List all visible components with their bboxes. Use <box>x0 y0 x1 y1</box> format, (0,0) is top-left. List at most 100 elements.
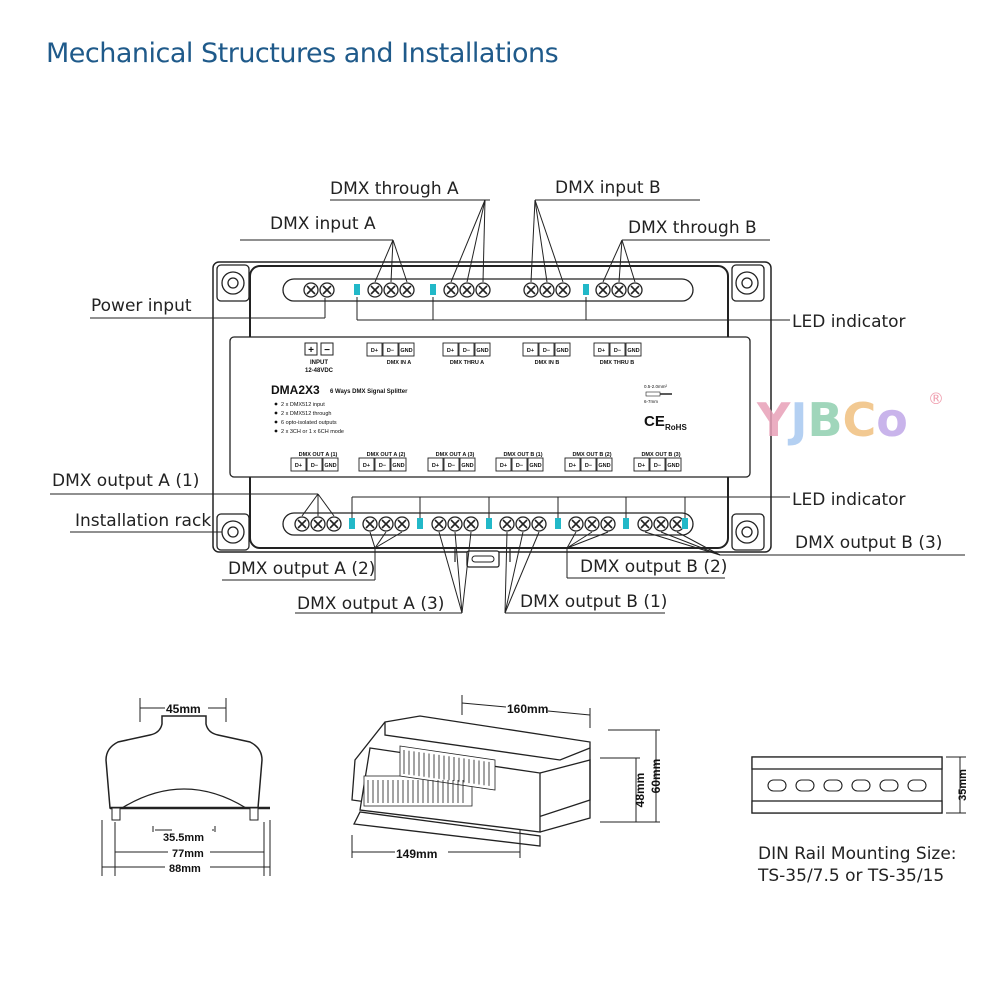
dim-length-top: 160mm <box>507 702 548 716</box>
terminal-box: D− <box>609 342 626 357</box>
terminal-box: D− <box>443 457 460 472</box>
label-panel <box>229 336 751 478</box>
callout-dmx-input-b: DMX input B <box>555 178 661 198</box>
rail-slot <box>795 779 815 792</box>
callout-dmx-output-b3: DMX output B (3) <box>795 533 942 553</box>
input-label: INPUT <box>310 360 328 366</box>
terminal-box: D+ <box>427 457 444 472</box>
callout-lines <box>50 199 965 614</box>
terminal-dm-label: D− <box>448 463 455 469</box>
out-b2-label: DMX OUT B (2) <box>572 452 611 458</box>
callout-dmx-output-a2: DMX output A (2) <box>228 559 375 579</box>
watermark-letter: o <box>876 393 908 447</box>
watermark-letter: Y <box>756 393 791 447</box>
terminal-box: GND <box>322 457 339 472</box>
callout-dmx-through-a: DMX through A <box>330 179 459 199</box>
terminal-dp-label: D+ <box>432 463 439 469</box>
terminal-box: GND <box>459 457 476 472</box>
feature-item: 2 x DMX512 input <box>281 402 325 408</box>
terminal-box: GND <box>390 457 407 472</box>
out-a1-label: DMX OUT A (1) <box>299 452 338 458</box>
terminal-dm-label: D− <box>379 463 386 469</box>
terminal-dm-label: D− <box>543 348 550 354</box>
terminal-box: D+ <box>358 457 375 472</box>
terminal-gnd-label: GND <box>667 463 679 469</box>
callout-dmx-output-b1: DMX output B (1) <box>520 592 667 612</box>
mounting-ear-top-right <box>731 264 765 302</box>
iso-view-drawing <box>351 715 591 847</box>
terminal-box: GND <box>665 457 682 472</box>
dim-front-width: 45mm <box>166 702 201 716</box>
dim-total-width: 88mm <box>169 863 201 875</box>
dmx-thru-b-label: DMX THRU B <box>600 360 635 366</box>
wire-strip-icon <box>645 391 661 397</box>
rail-slot <box>907 779 927 792</box>
terminal-box: D− <box>374 457 391 472</box>
callout-labels: DMX through A DMX input B DMX input A DM… <box>52 178 942 614</box>
dmx-thru-a-label: DMX THRU A <box>450 360 484 366</box>
minus-terminal: − <box>324 345 330 356</box>
terminal-dp-label: D+ <box>527 348 534 354</box>
watermark-letter: B <box>807 393 842 447</box>
terminal-gnd-label: GND <box>627 348 639 354</box>
output-labels: DMX OUT A (1) DMX OUT A (2) DMX OUT A (3… <box>299 452 681 458</box>
ce-mark: CE <box>644 413 665 430</box>
feature-item: 6 opto-isolated outputs <box>281 420 337 426</box>
terminal-dp-label: D+ <box>569 463 576 469</box>
terminal-box: D− <box>538 342 555 357</box>
front-view-dimensions <box>101 698 271 876</box>
din-rail-spec-line1: DIN Rail Mounting Size: <box>758 844 957 864</box>
watermark-letter: C <box>843 393 877 447</box>
terminal-box: D+ <box>495 457 512 472</box>
callout-dmx-input-a: DMX input A <box>270 214 376 234</box>
rail-slot <box>879 779 899 792</box>
terminal-dp-label: D+ <box>363 463 370 469</box>
dim-mid-width: 77mm <box>172 848 204 860</box>
terminal-dp-label: D+ <box>447 348 454 354</box>
terminal-dp-label: D+ <box>371 348 378 354</box>
terminal-box: GND <box>398 342 415 357</box>
terminal-gnd-label: GND <box>529 463 541 469</box>
terminal-dm-label: D− <box>387 348 394 354</box>
rohs-mark: RoHS <box>665 423 687 432</box>
feature-list: 2 x DMX512 input 2 x DMX512 through 6 op… <box>274 402 344 435</box>
terminal-box: D+ <box>442 342 459 357</box>
terminal-dm-label: D− <box>585 463 592 469</box>
watermark-letter: J <box>787 393 807 447</box>
feature-item: 2 x 3CH or 1 x 6CH mode <box>281 429 344 435</box>
callout-led-indicator-top: LED indicator <box>792 312 906 332</box>
callout-dmx-output-a1: DMX output A (1) <box>52 471 199 491</box>
dim-height-outer: 60mm <box>649 759 663 794</box>
terminal-box: GND <box>554 342 571 357</box>
callout-power-input: Power input <box>91 296 192 316</box>
terminal-gnd-label: GND <box>556 348 568 354</box>
registered-mark: ® <box>928 389 944 408</box>
din-rail-spec-line2: TS-35/7.5 or TS-35/15 <box>757 866 944 886</box>
terminal-box: D+ <box>366 342 383 357</box>
dim-length-base: 149mm <box>396 847 437 861</box>
front-view-drawing <box>105 715 270 832</box>
terminal-dm-label: D− <box>654 463 661 469</box>
dmx-in-b-label: DMX IN B <box>535 360 560 366</box>
callout-dmx-output-a3: DMX output A (3) <box>297 594 444 614</box>
rail-slot <box>823 779 843 792</box>
out-a3-label: DMX OUT A (3) <box>436 452 475 458</box>
out-a2-label: DMX OUT A (2) <box>367 452 406 458</box>
terminal-box: D− <box>458 342 475 357</box>
plus-terminal: + <box>308 345 314 356</box>
mounting-ear-top-left <box>216 264 250 302</box>
terminal-box: D− <box>306 457 323 472</box>
callout-dmx-output-b2: DMX output B (2) <box>580 557 727 577</box>
terminal-dp-label: D+ <box>295 463 302 469</box>
terminal-dp-label: D+ <box>598 348 605 354</box>
dmx-in-a-label: DMX IN A <box>387 360 412 366</box>
terminal-box: D+ <box>633 457 650 472</box>
terminal-dm-label: D− <box>463 348 470 354</box>
terminal-box: D− <box>649 457 666 472</box>
iso-view-dim-labels: 160mm 149mm 48mm 60mm <box>396 702 663 861</box>
out-b3-label: DMX OUT B (3) <box>641 452 680 458</box>
terminal-box: D+ <box>522 342 539 357</box>
